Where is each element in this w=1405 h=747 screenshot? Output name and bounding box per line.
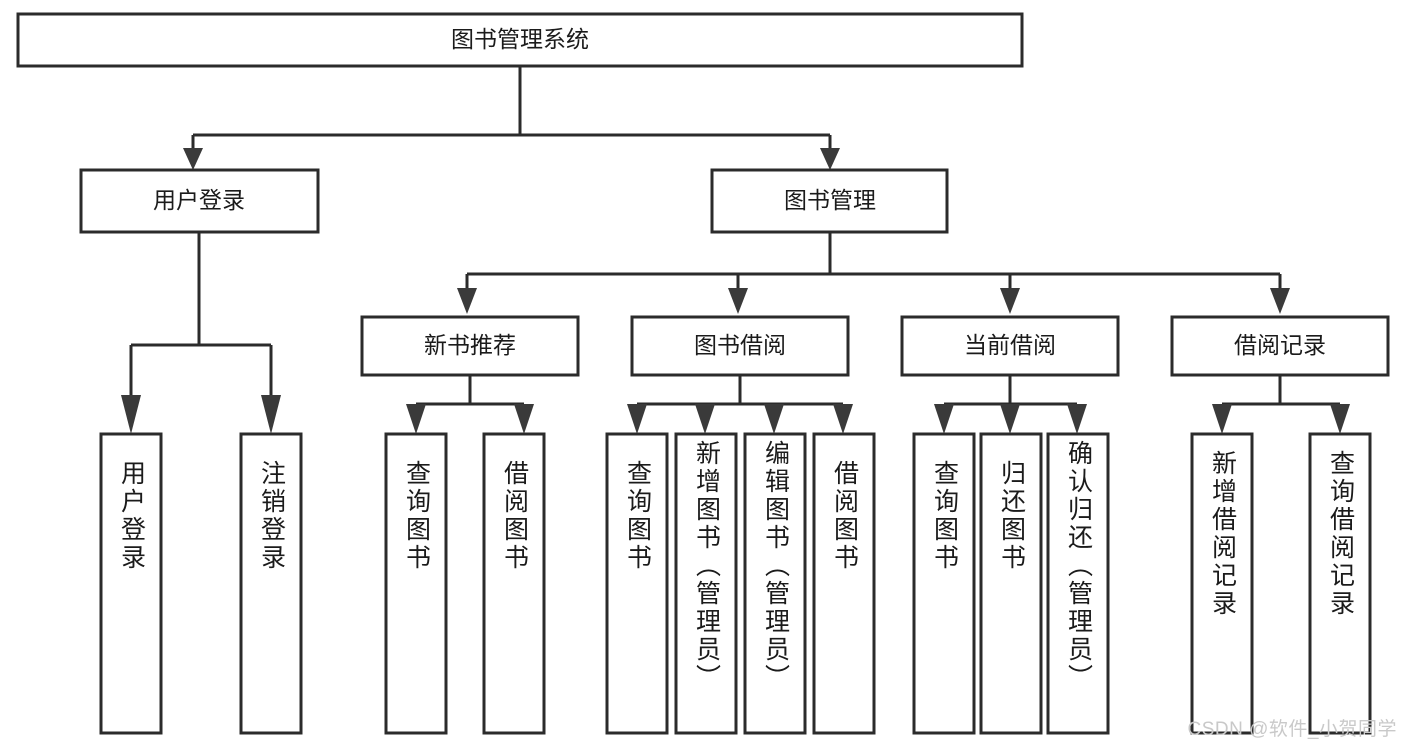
node-book-borrow[interactable]: 图书借阅 [630,315,850,377]
connector-bookborrow-to-leaves [635,376,845,421]
arrow-head-icon [1000,288,1020,314]
node-leaf-add-record[interactable] [1190,432,1254,735]
arrow-head-icon [261,395,281,434]
connector-newbook-to-leaves [414,376,526,421]
node-book-borrow-label: 图书借阅 [694,332,786,358]
arrow-head-icon [627,404,647,434]
node-leaf-query-record[interactable] [1308,432,1372,735]
arrow-head-icon [728,288,748,314]
watermark: CSDN @软件_小贺同学 [1187,719,1397,740]
arrow-head-icon [934,404,954,434]
node-leaf-edit-book[interactable] [743,432,807,735]
node-layer: 图书管理系统 用户登录 图书管理 新书推荐 图书借阅 [16,12,1390,735]
connector-borrowrecord-to-leaves [1220,376,1342,421]
arrow-head-icon [820,148,840,170]
node-new-book-recommend[interactable]: 新书推荐 [360,315,580,377]
connector-root-to-level2 [191,66,832,155]
node-leaf-return-book[interactable] [979,432,1043,735]
node-leaf-query-book-3[interactable] [912,432,976,735]
arrow-head-icon [1067,404,1087,434]
connector-layer [129,66,1342,421]
node-user-login[interactable]: 用户登录 [79,168,320,234]
arrow-head-icon [764,404,784,434]
arrow-head-icon [1212,404,1232,434]
node-leaf-confirm-return[interactable] [1046,432,1110,735]
arrow-head-icon [514,404,534,434]
node-book-management[interactable]: 图书管理 [710,168,949,234]
node-leaf-user-logout[interactable] [239,432,303,735]
node-current-borrow[interactable]: 当前借阅 [900,315,1120,377]
node-book-management-label: 图书管理 [784,187,876,213]
arrow-head-icon [1330,404,1350,434]
arrow-head-layer [121,148,1350,434]
node-user-login-label: 用户登录 [153,187,245,213]
node-current-borrow-label: 当前借阅 [964,332,1056,358]
node-leaf-borrow-book-2[interactable] [812,432,876,735]
arrow-head-icon [695,404,715,434]
node-leaf-query-book-1[interactable] [384,432,448,735]
connector-userlogin-to-leaves [129,233,273,400]
node-leaf-user-login[interactable] [99,432,163,735]
arrow-head-icon [1270,288,1290,314]
arrow-head-icon [406,404,426,434]
arrow-head-icon [833,404,853,434]
arrow-head-icon [1000,404,1020,434]
arrow-head-icon [121,395,141,434]
arrow-head-icon [457,288,477,314]
node-borrow-record[interactable]: 借阅记录 [1170,315,1390,377]
arrow-head-icon [183,148,203,170]
node-leaf-add-book[interactable] [674,432,738,735]
node-leaf-borrow-book-1[interactable] [482,432,546,735]
node-root-book-management-system[interactable]: 图书管理系统 [16,12,1024,68]
node-borrow-record-label: 借阅记录 [1234,332,1326,358]
node-new-book-recommend-label: 新书推荐 [424,332,516,358]
connector-bookmgmt-to-level3 [465,233,1282,294]
node-leaf-query-book-2[interactable] [605,432,669,735]
node-root-label: 图书管理系统 [451,26,589,52]
